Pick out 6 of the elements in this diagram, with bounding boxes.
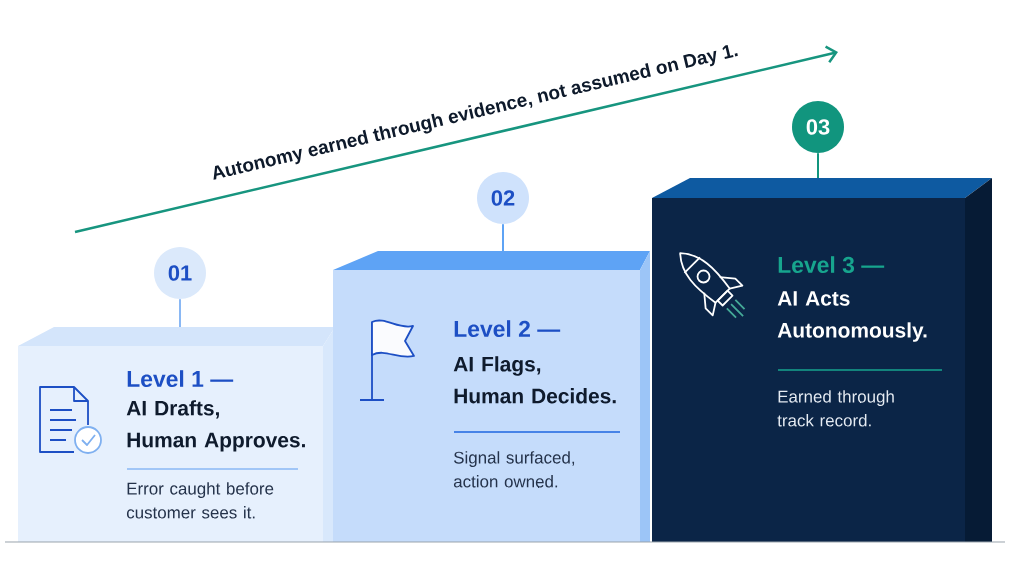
number-badge: 02 bbox=[477, 172, 529, 224]
number-badge: 03 bbox=[792, 101, 844, 153]
number-badge: 01 bbox=[154, 247, 206, 299]
connector-line bbox=[502, 223, 504, 252]
connector-line bbox=[817, 152, 819, 179]
connector-line bbox=[179, 298, 181, 328]
